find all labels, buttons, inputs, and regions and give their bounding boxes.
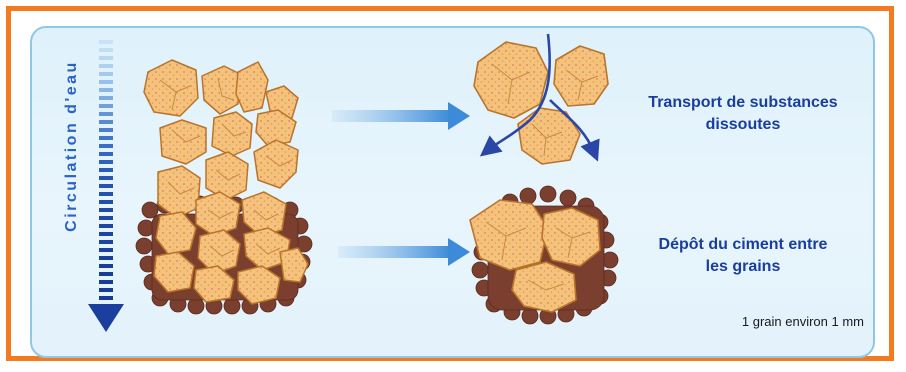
transport-label-line2: dissoutes	[628, 114, 858, 136]
transport-label-line1: Transport de substances	[628, 92, 858, 114]
water-flow-arrow	[88, 40, 124, 332]
deposit-label-line2: les grains	[640, 256, 846, 278]
deposit-label: Dépôt du ciment entre les grains	[640, 234, 846, 278]
water-flow-label: Circulation d'eau	[62, 36, 82, 256]
transport-arrow	[332, 102, 470, 130]
scale-note: 1 grain environ 1 mm	[742, 314, 864, 329]
transport-label: Transport de substances dissoutes	[628, 92, 858, 136]
deposit-arrow	[338, 238, 470, 266]
deposit-label-line1: Dépôt du ciment entre	[640, 234, 846, 256]
